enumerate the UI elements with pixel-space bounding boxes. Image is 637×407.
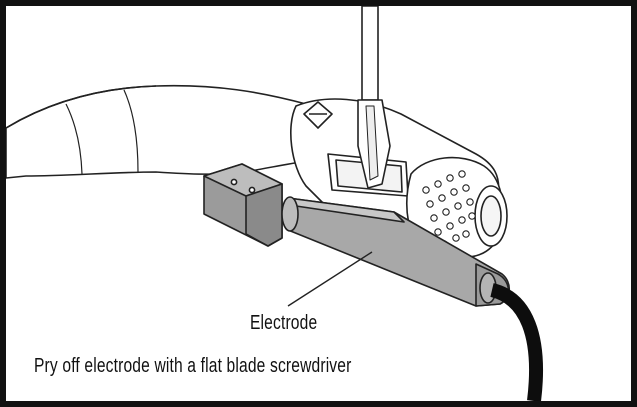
handlebar-tube <box>6 84 337 179</box>
mounting-bracket <box>203 163 283 247</box>
screwdriver <box>357 6 391 189</box>
cable <box>489 283 544 401</box>
diagram-caption: Pry off electrode with a flat blade scre… <box>34 355 352 377</box>
electrode-label: Electrode <box>250 312 318 334</box>
electrode-leader-line <box>287 251 373 307</box>
cap-holes <box>422 170 476 248</box>
perforated-cap <box>406 156 508 258</box>
electrode-removal-illustration <box>6 6 544 401</box>
